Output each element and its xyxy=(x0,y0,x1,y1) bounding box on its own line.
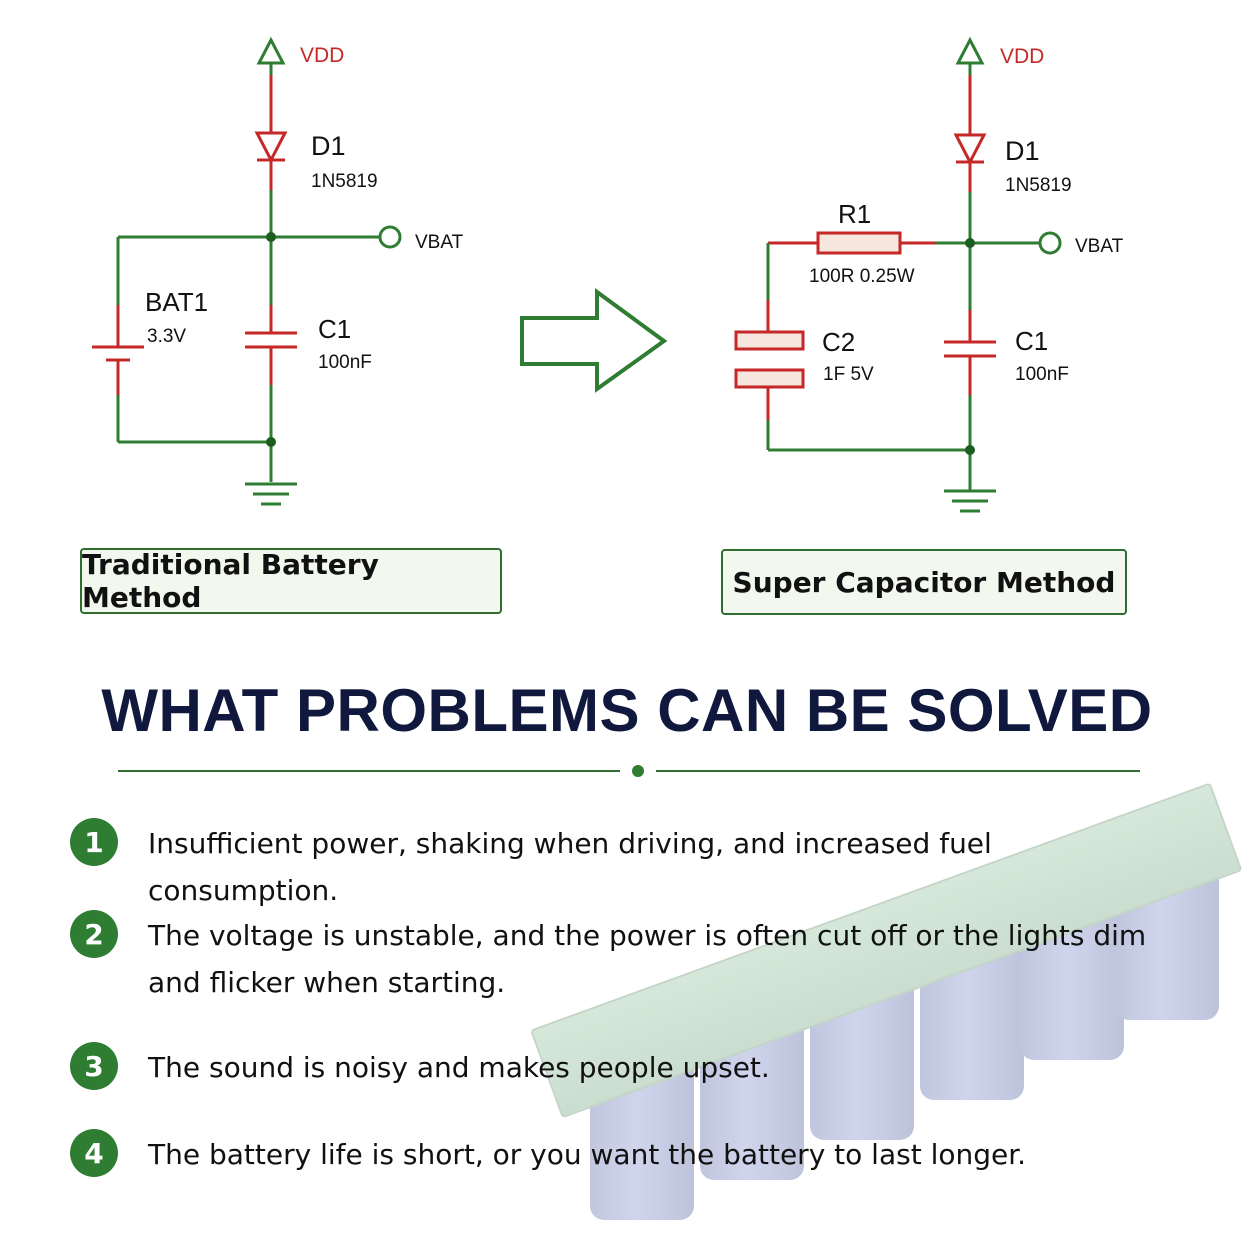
left-diode-part: 1N5819 xyxy=(311,171,378,192)
capacitor-c1-symbol xyxy=(944,340,996,358)
vdd-supply-icon xyxy=(256,36,286,65)
resistor-ref: R1 xyxy=(838,199,871,229)
super-capacitor-method-label: Super Capacitor Method xyxy=(721,549,1127,615)
arrow-right-icon xyxy=(520,288,668,393)
left-cap-value: 100nF xyxy=(318,352,372,373)
right-diode-part: 1N5819 xyxy=(1005,175,1072,196)
problem-text: The sound is noisy and makes people upse… xyxy=(148,1051,770,1084)
problem-text: The battery life is short, or you want t… xyxy=(148,1138,1027,1171)
resistor-r1-symbol xyxy=(816,231,902,255)
number-badge: 1 xyxy=(70,818,118,866)
right-circuit: VDD D1 1N5819 R1 100R 0.25W VBAT C2 1F 5… xyxy=(734,36,1124,513)
ground-icon xyxy=(245,482,297,506)
left-cap-ref: C1 xyxy=(318,314,351,344)
circuit-schematics: VDD D1 1N5819 VBAT BAT1 3.3V C1 100nF xyxy=(92,36,1124,513)
divider-line-left xyxy=(118,770,620,772)
right-vdd-label: VDD xyxy=(1000,45,1044,68)
supercap-ref: C2 xyxy=(822,327,855,357)
battery-ref: BAT1 xyxy=(145,287,208,317)
battery-value: 3.3V xyxy=(147,326,186,347)
traditional-battery-method-label: Traditional Battery Method xyxy=(80,548,502,614)
diode-d1-symbol xyxy=(953,133,987,166)
problem-text: The voltage is unstable, and the power i… xyxy=(148,919,1147,999)
ground-icon xyxy=(944,489,996,513)
right-vbat-label: VBAT xyxy=(1075,236,1124,257)
right-diode-ref: D1 xyxy=(1005,136,1040,166)
left-diode-ref: D1 xyxy=(311,131,346,161)
junction-dot xyxy=(266,232,276,242)
number-badge: 3 xyxy=(70,1042,118,1090)
left-circuit: VDD D1 1N5819 VBAT BAT1 3.3V C1 100nF xyxy=(92,36,464,506)
divider-line-right xyxy=(656,770,1140,772)
problem-text: Insufficient power, shaking when driving… xyxy=(148,827,992,907)
right-cap-value: 100nF xyxy=(1015,364,1069,385)
supercap-value: 1F 5V xyxy=(823,364,874,385)
diode-d1-symbol xyxy=(254,131,288,164)
divider-dot xyxy=(632,765,644,777)
resistor-value: 100R 0.25W xyxy=(809,266,915,287)
left-vdd-label: VDD xyxy=(300,44,344,67)
supercapacitor-c2-symbol xyxy=(734,330,805,389)
heading-divider xyxy=(118,762,1140,782)
number-badge: 2 xyxy=(70,910,118,958)
vdd-supply-icon xyxy=(955,36,985,65)
battery-bat1-symbol xyxy=(92,345,144,362)
capacitor-c1-symbol xyxy=(245,331,297,349)
section-heading: WHAT PROBLEMS CAN BE SOLVED xyxy=(101,677,1153,744)
vbat-terminal xyxy=(1038,231,1062,255)
vbat-terminal xyxy=(378,225,402,249)
right-cap-ref: C1 xyxy=(1015,326,1048,356)
number-badge: 4 xyxy=(70,1129,118,1177)
left-vbat-label: VBAT xyxy=(415,232,464,253)
